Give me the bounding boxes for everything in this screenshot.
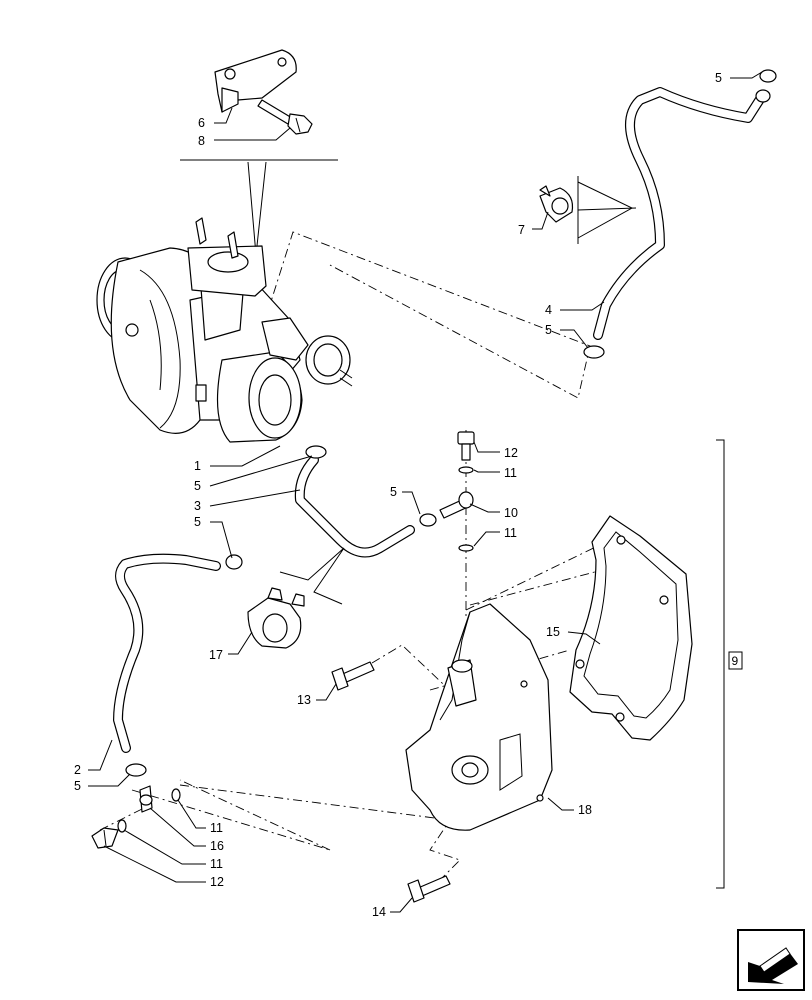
reference-pointer <box>247 161 267 256</box>
middle-oil-hose <box>294 455 415 558</box>
bracket-bolt <box>257 99 313 135</box>
callout-18: 18 <box>578 803 592 817</box>
callout-12: 12 <box>210 875 224 889</box>
drain-washer <box>117 819 127 833</box>
pipe-clamp-bottom <box>583 345 605 359</box>
callout-10: 10 <box>504 506 518 520</box>
callout-7: 7 <box>518 223 525 237</box>
upper-oil-pipe <box>593 87 767 340</box>
oil-return-housing <box>405 603 553 831</box>
callout-11: 11 <box>504 466 517 480</box>
group-reference-box <box>728 651 743 670</box>
callout-13: 13 <box>297 693 311 707</box>
callout-16: 16 <box>210 839 224 853</box>
callout-11: 11 <box>210 857 223 871</box>
callout-5: 5 <box>194 479 201 493</box>
hose-clip <box>247 587 305 649</box>
callout-5: 5 <box>74 779 81 793</box>
sealing-washer-lower <box>458 544 474 552</box>
callout-4: 4 <box>545 303 552 317</box>
callout-8: 8 <box>198 134 205 148</box>
turbocharger <box>96 217 353 443</box>
callout-5: 5 <box>715 71 722 85</box>
sealing-washer-upper <box>458 466 474 474</box>
callout-6: 6 <box>198 116 205 130</box>
callout-5: 5 <box>194 515 201 529</box>
callout-17: 17 <box>209 648 223 662</box>
mounting-bracket <box>214 49 297 113</box>
hose-clamp-upper <box>305 445 327 459</box>
callout-14: 14 <box>372 905 386 919</box>
housing-bolt-13 <box>331 661 375 691</box>
pipe-support-clip <box>539 185 574 223</box>
lower-oil-hose <box>113 553 221 753</box>
banjo-bolt <box>457 431 475 461</box>
pipe-clamp-top <box>755 69 777 103</box>
hose-clamp-middle <box>419 513 437 527</box>
hose-adapter <box>139 785 153 813</box>
group-bracket <box>716 439 725 889</box>
callout-5: 5 <box>390 485 397 499</box>
callout-1: 1 <box>194 459 201 473</box>
callout-11: 11 <box>504 526 517 540</box>
housing-bolt-14 <box>407 875 451 903</box>
hose-clamp-lower-left <box>125 763 147 777</box>
callout-3: 3 <box>194 499 201 513</box>
drain-bolt <box>91 827 119 849</box>
flange-gasket <box>569 515 693 741</box>
clip-reference <box>577 176 637 244</box>
next-page-arrow-icon[interactable] <box>737 929 805 991</box>
hose-clamp-lower-right <box>225 554 243 570</box>
group-reference-number: 9 <box>732 654 739 668</box>
clip-17-pointer <box>279 547 345 605</box>
callout-labels: 6 8 5 7 4 5 1 5 3 5 5 12 11 10 11 15 17 … <box>74 71 722 919</box>
leader-lines <box>88 71 763 913</box>
callout-15: 15 <box>546 625 560 639</box>
clip-pointer <box>577 181 634 239</box>
callout-2: 2 <box>74 763 81 777</box>
banjo-fitting <box>439 491 474 519</box>
callout-5: 5 <box>545 323 552 337</box>
callout-12: 12 <box>504 446 518 460</box>
washer-16 <box>171 788 181 802</box>
callout-11: 11 <box>210 821 223 835</box>
